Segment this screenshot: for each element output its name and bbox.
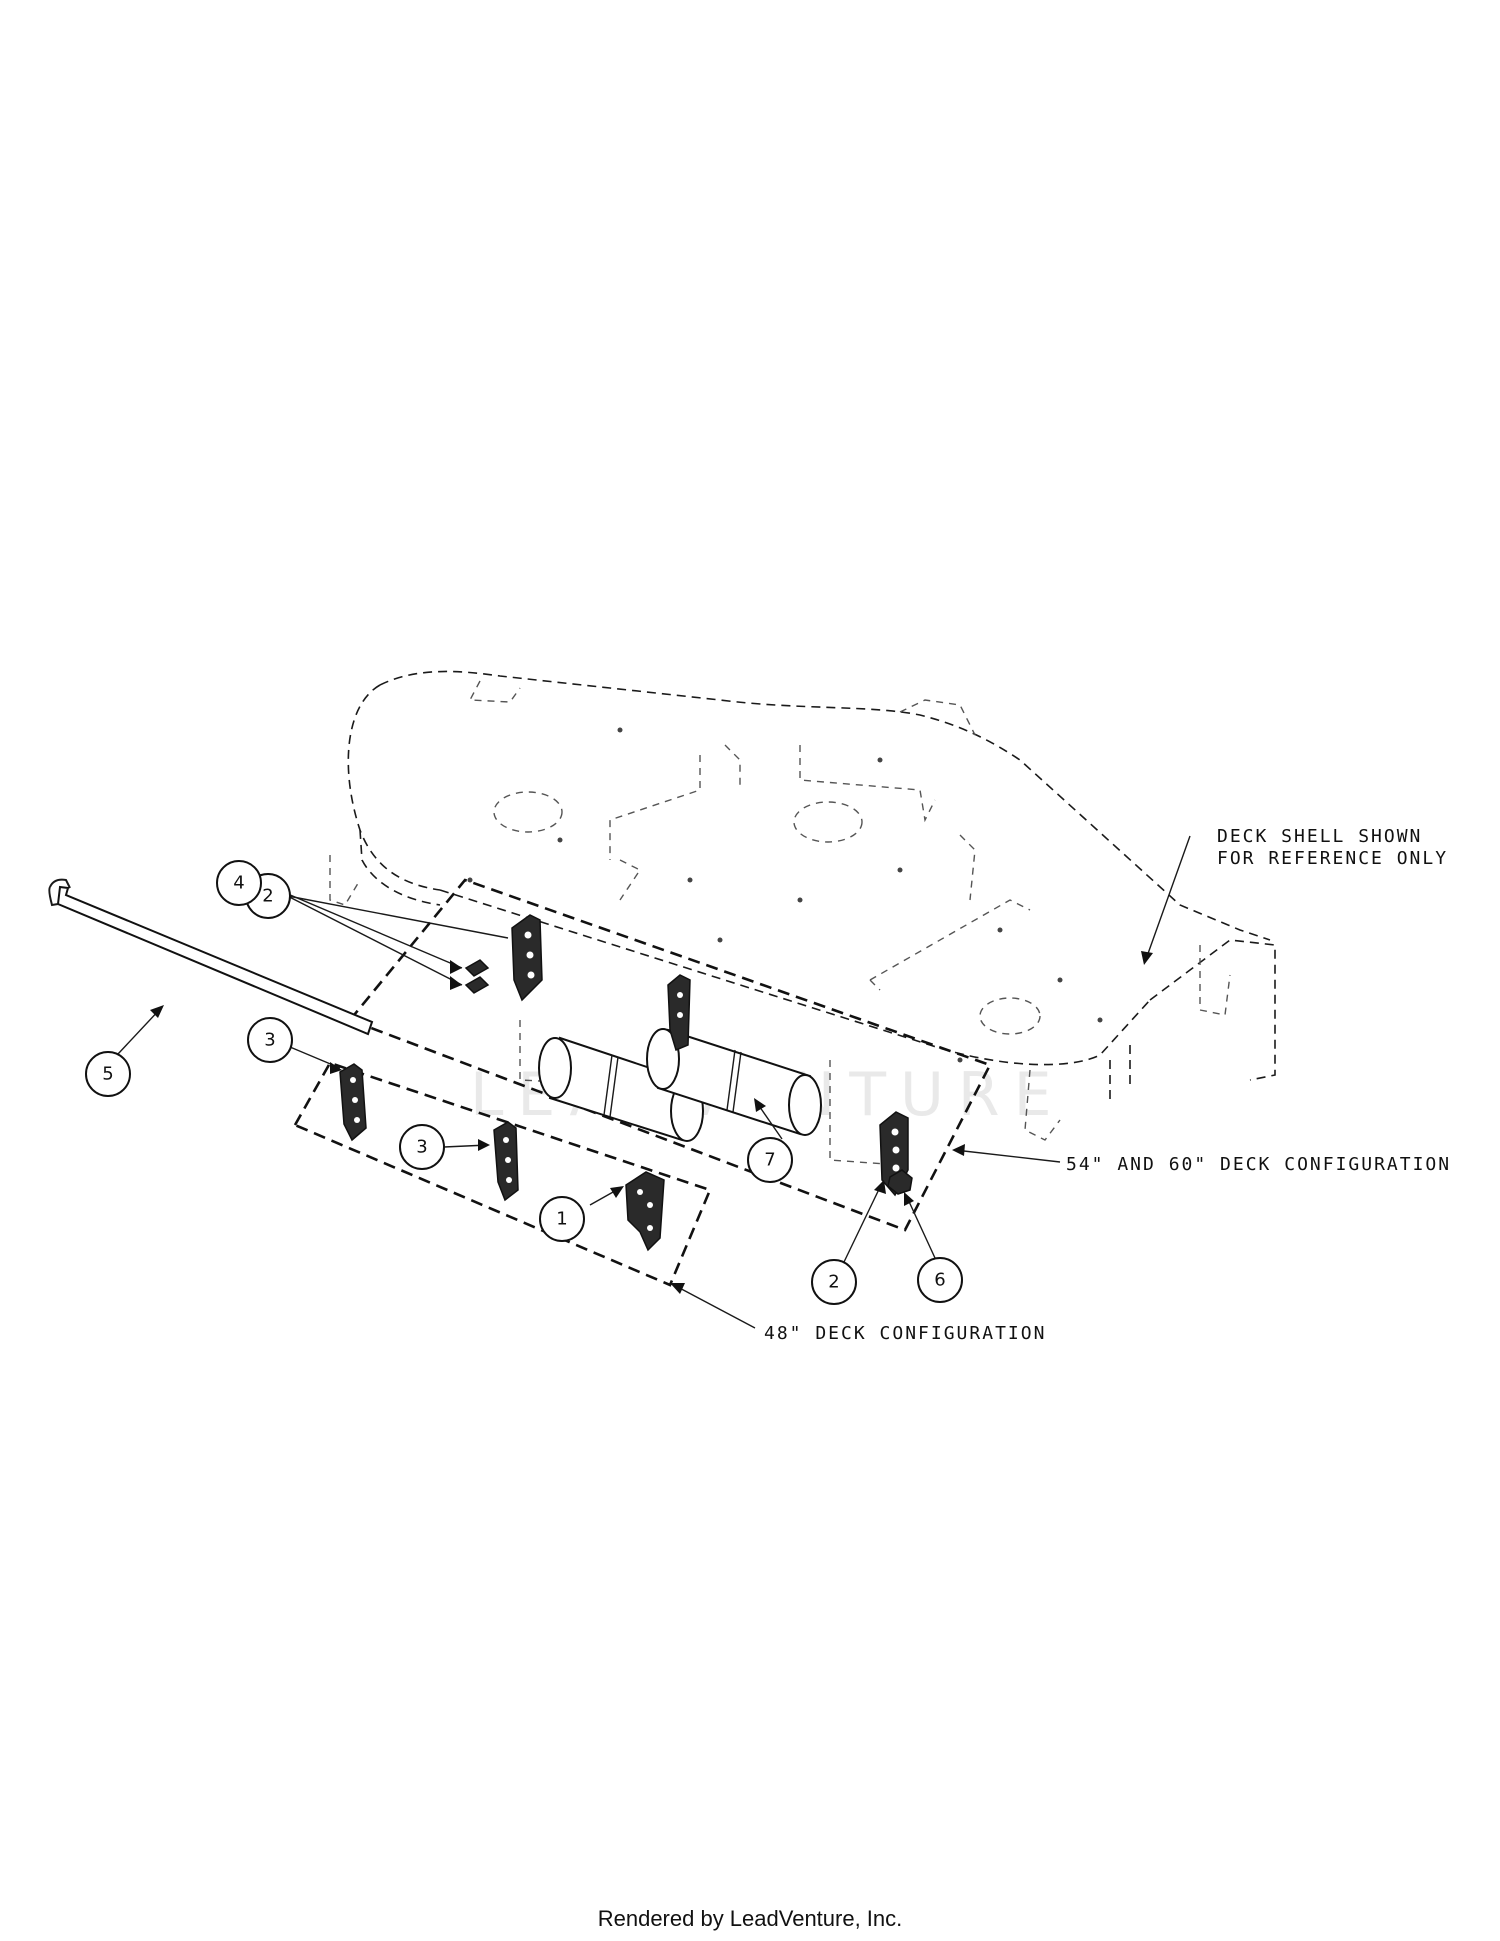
bracket-3-left <box>339 1063 367 1142</box>
config-48-label: 48" DECK CONFIGURATION <box>764 1323 1046 1344</box>
svg-text:3: 3 <box>264 1030 275 1051</box>
svg-text:3: 3 <box>416 1137 427 1158</box>
svg-text:7: 7 <box>764 1150 775 1171</box>
center-roller-bracket <box>667 974 691 1052</box>
bracket-2-upper <box>511 914 543 1002</box>
bracket-3-middle <box>493 1121 519 1202</box>
callout-3-left[interactable]: 3 <box>247 1017 293 1063</box>
deck-shell-label-line2: FOR REFERENCE ONLY <box>1217 848 1448 869</box>
deck-holes <box>467 727 1103 1063</box>
config-54-60-label: 54" AND 60" DECK CONFIGURATION <box>1066 1154 1451 1175</box>
callout-4[interactable]: 4 <box>216 860 262 906</box>
roller-right <box>646 1028 822 1136</box>
callout-7[interactable]: 7 <box>747 1137 793 1183</box>
svg-text:6: 6 <box>934 1270 945 1291</box>
svg-text:2: 2 <box>828 1272 839 1293</box>
footer-credit: Rendered by LeadVenture, Inc. <box>597 1906 903 1931</box>
bracket-1 <box>625 1171 665 1252</box>
callout-1[interactable]: 1 <box>539 1196 585 1242</box>
svg-text:2: 2 <box>262 886 273 907</box>
callout-2-lower[interactable]: 2 <box>811 1259 857 1305</box>
callout-5[interactable]: 5 <box>85 1051 131 1097</box>
pivot-rod <box>48 878 374 1036</box>
svg-text:4: 4 <box>233 873 244 894</box>
roller-left <box>538 1036 704 1142</box>
callout-3-middle[interactable]: 3 <box>399 1124 445 1170</box>
deck-shell-label-line1: DECK SHELL SHOWN <box>1217 826 1422 847</box>
box-54-60-configuration <box>347 878 992 1232</box>
svg-text:1: 1 <box>556 1209 567 1230</box>
callout-6[interactable]: 6 <box>917 1257 963 1303</box>
nut-6 <box>887 1169 913 1195</box>
bolts-4 <box>464 959 490 994</box>
svg-text:5: 5 <box>102 1064 113 1085</box>
leader-lines <box>117 835 1191 1329</box>
